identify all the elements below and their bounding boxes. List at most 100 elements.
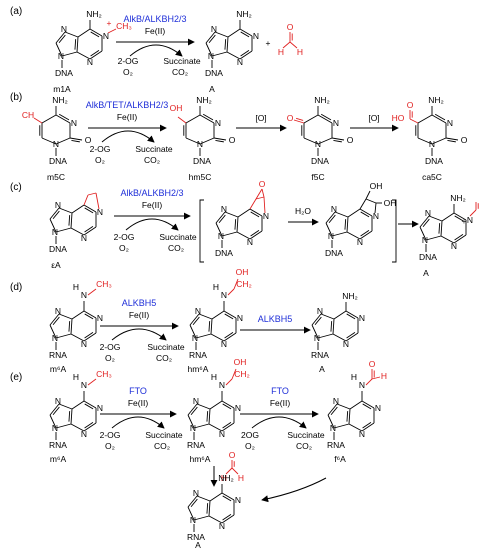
bond [346,331,356,339]
bond [84,313,94,320]
bond [52,316,60,326]
enzyme-label-b: AlkB/TET/ALKBH2/3 [86,100,169,110]
atom-n7: N [425,208,431,218]
bond [87,192,97,196]
atom-n3: N [333,118,339,128]
amine-n: N [219,380,225,390]
bond [441,212,455,222]
atom-n9: N [314,333,320,343]
cofactor-curve-arrow [129,44,183,57]
backbone-label: DNA [215,248,233,258]
amino-group: NH₂ [450,193,466,203]
bond [250,211,260,218]
atom-n7: N [195,306,201,316]
plus-sign-a: + [266,38,271,48]
bond [208,34,216,44]
reagent-o2-b: O₂ [95,155,105,165]
bond [221,492,235,501]
bond [196,495,211,502]
bond [68,215,71,226]
bond [293,119,305,124]
amine-n: N [81,290,87,300]
methyl-group: CH [22,110,34,120]
bond [61,51,78,57]
bond [70,408,73,425]
bond [249,230,263,240]
atom-n1: N [253,31,259,41]
bond [362,421,372,429]
bond [409,118,419,124]
bond [303,114,319,124]
bond [211,310,225,320]
bond [440,235,455,244]
atom-n1: N [375,403,381,413]
byproduct-succinate-b: Succinate [135,144,173,154]
bond [83,204,97,213]
bond [226,36,229,53]
carboxyl-oh: HO [392,113,405,123]
bond [365,190,371,200]
bond [41,114,57,124]
cofactor-label-c: Fe(II) [142,200,162,210]
bond [206,503,209,514]
atom-n3: N [81,233,87,243]
formaldehyde-h: H [238,473,244,483]
atom-n1: N [429,139,435,149]
bond [317,137,333,145]
bond [68,321,71,332]
bond [205,31,216,44]
bond [317,114,333,124]
product-name-d: A [319,364,325,374]
bond [250,229,260,237]
panel-label-d: (d) [10,282,22,293]
bond [215,222,223,237]
atom-n9: N [190,515,196,525]
bond [209,400,223,410]
atom-n3: N [215,118,221,128]
atom-n1: N [315,139,321,149]
formyl-h: H [381,371,387,381]
compound-name-m6a-e: m⁶A [50,454,67,464]
atom-n3: N [451,241,457,251]
backbone-label: RNA [189,350,207,360]
atom-n9: N [52,333,58,343]
bond [70,423,85,432]
bond [68,411,71,422]
bond [89,28,103,37]
bond [189,313,200,326]
bond [49,218,57,233]
compound-name-ca5c: ca5C [422,172,442,182]
amino-group: NH₂ [86,9,102,19]
bond [325,211,336,224]
bond [206,411,209,422]
enzyme-label-a: AlkB/ALKBH2/3 [123,14,186,24]
atom-n1: N [263,211,269,221]
bond [70,333,85,342]
cofactor-label-b: Fe(II) [117,112,137,122]
atom-n7: N [221,204,227,214]
bond [187,414,195,429]
bond [187,506,195,521]
bond [261,188,265,198]
atom-n3: N [247,237,253,247]
bond [336,403,351,410]
atom-n1: N [237,313,243,323]
atom-n7: N [55,396,61,406]
bond [213,137,227,141]
methylene-group: CH₂ [234,369,250,379]
bond [440,220,443,237]
bond [77,28,91,38]
bond [454,215,464,222]
atom-n7: N [333,396,339,406]
byproduct-co2-d: CO₂ [156,353,172,363]
atom-n7: N [55,306,61,316]
bond [332,318,335,335]
panel-label-c: (c) [10,182,22,193]
formaldehyde-o: O [229,450,236,460]
bond [419,215,430,228]
bond [76,36,79,53]
bond [84,331,94,339]
bond [347,208,361,218]
bond [346,231,361,240]
amine-h: H [213,282,219,292]
